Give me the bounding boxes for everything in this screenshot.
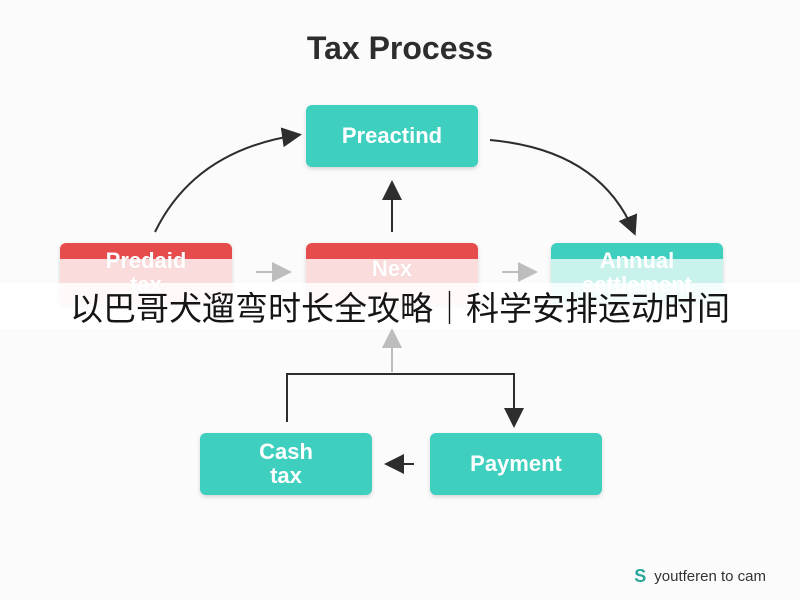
watermark-text: youtferen to cam [654, 568, 766, 585]
node-annual-label-1: Annual [599, 248, 675, 273]
node-preactind-label: Preactind [341, 122, 443, 148]
overlay-caption: 以巴哥犬遛弯时长全攻略｜科学安排运动时间 [0, 283, 800, 329]
node-payment-label: Payment [470, 450, 562, 476]
watermark-logo-icon: S [634, 566, 647, 586]
node-prepaid-tax-label-1: Predaid [105, 248, 187, 273]
arrow-prepaid-to-preactind [154, 127, 302, 233]
node-cash-tax: Cash tax [200, 433, 372, 495]
node-cash-tax-label-2: tax [270, 463, 302, 488]
node-preactind: Preactind [306, 105, 478, 167]
node-cash-tax-label-1: Cash [259, 438, 313, 464]
arrow-preactind-to-annual [489, 139, 638, 236]
node-nex-label: Nex [371, 256, 413, 281]
node-payment: Payment [430, 433, 602, 495]
watermark: S youtferen to cam [634, 566, 766, 587]
connector-cash-to-payment [286, 373, 524, 428]
diagram-title: Tax Process [306, 30, 494, 66]
